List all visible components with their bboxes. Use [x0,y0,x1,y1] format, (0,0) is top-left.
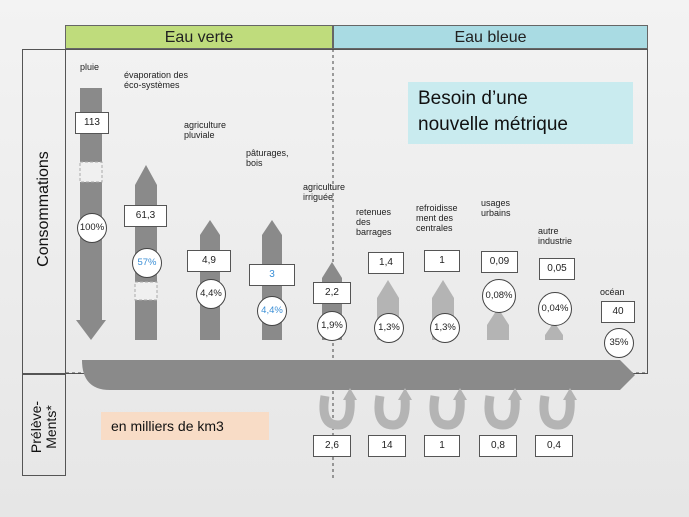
header-eau-verte: Eau verte [65,25,333,49]
label-ocean: océan [600,287,625,297]
label-agri-pluviale: agriculture pluviale [184,120,227,140]
value-industrie: 0,05 [539,258,575,280]
evaporation-gap [134,281,158,301]
main-flow-arrow [82,360,635,390]
value-urbains: 0,09 [481,251,518,273]
pct-industrie: 0,04% [538,292,572,326]
value-paturages: 3 [249,264,295,286]
label-paturages: pâturages, bois [246,148,289,168]
loop-irriguee [319,395,355,430]
value-barrages: 1,4 [368,252,404,274]
label-urbains: usages urbains [481,198,511,218]
label-industrie: autre industrie [538,226,573,246]
loop-barrages [374,395,410,430]
withdrawal-irriguee: 2,6 [313,435,351,457]
urbains-column [487,308,509,340]
label-centrales: refroidisse ment des centrales [416,203,458,233]
pct-paturages: 4,4% [257,296,287,326]
label-pluie: pluie [80,62,100,72]
value-ocean: 40 [601,301,635,323]
consommations-panel [22,49,66,374]
header-eau-bleue: Eau bleue [333,25,648,49]
pct-evaporation: 57% [132,248,162,278]
metric-line2: nouvelle métrique [418,114,568,135]
pluie-gap [79,161,103,183]
pct-centrales: 1,3% [430,313,460,343]
value-agri-pluviale: 4,9 [187,250,231,272]
pct-pluie: 100% [77,213,107,243]
value-centrales: 1 [424,250,460,272]
loop-heads [343,388,577,400]
label-barrages: retenues des barrages [356,207,392,237]
label-agri-irriguee: agriculture irriguée [303,182,346,202]
industrie-column [545,322,563,340]
pct-ocean: 35% [604,328,634,358]
pct-agri-pluviale: 4,4% [196,279,226,309]
pct-urbains: 0,08% [482,279,516,313]
loop-centrales [429,395,465,430]
loop-industrie [539,395,575,430]
withdrawal-urbains: 0,8 [479,435,517,457]
prelevements-panel [22,374,66,476]
metric-line1: Besoin d’une [418,88,528,109]
value-evaporation: 61,3 [124,205,167,227]
value-agri-irriguee: 2,2 [313,282,351,304]
withdrawal-loops [319,395,575,430]
withdrawal-barrages: 14 [368,435,406,457]
metric-box: Besoin d’une nouvelle métrique [408,82,633,144]
label-evaporation: évaporation des éco-systèmes [124,70,189,90]
pct-agri-irriguee: 1,9% [317,311,347,341]
pct-barrages: 1,3% [374,313,404,343]
loop-urbains [484,395,520,430]
unit-box: en milliers de km3 [101,412,269,440]
withdrawal-industrie: 0,4 [535,435,573,457]
withdrawal-centrales: 1 [424,435,460,457]
value-pluie: 113 [75,112,109,134]
